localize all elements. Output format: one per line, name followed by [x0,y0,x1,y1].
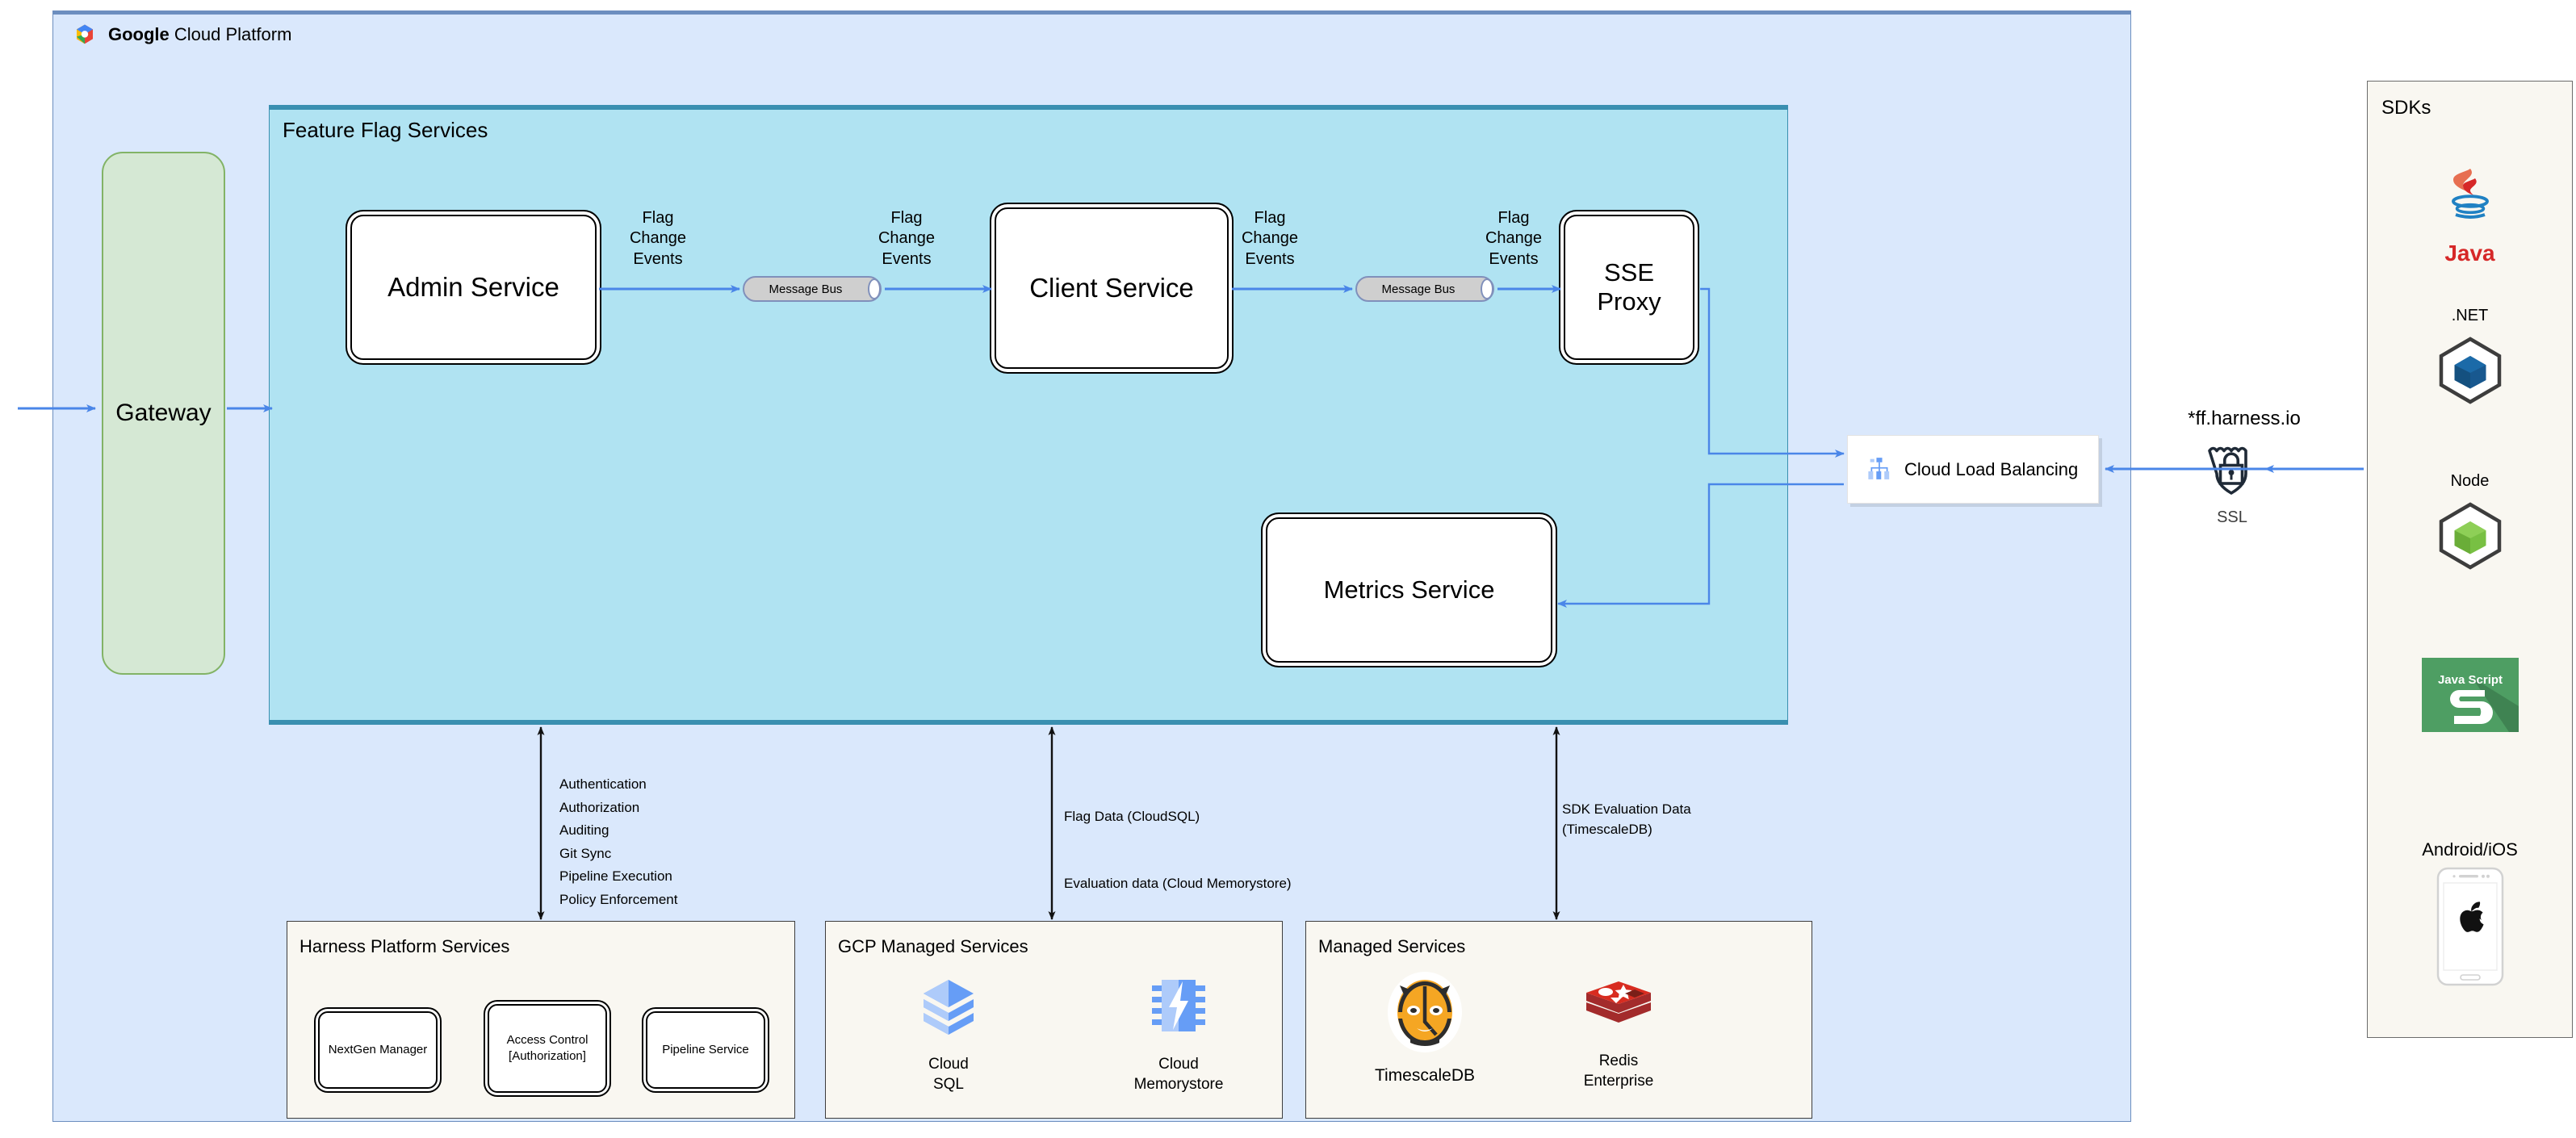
message-bus-node-1[interactable]: Message Bus [743,276,882,302]
sdks-panel-title: SDKs [2381,97,2431,119]
sdk-java-wordmark: Java [2444,241,2495,266]
message-bus-label-1: Message Bus [769,282,843,296]
edge-label-2-line2: Change [878,229,936,248]
javascript-logo-icon: Java Script [2367,658,2573,732]
sdk-dotnet-name: .NET [2451,307,2489,324]
node-cube-icon [2367,497,2573,575]
edge-label-flag-change-events-1: Flag Change Events [614,208,702,270]
sdk-item-java[interactable]: Java [2367,161,2573,273]
cloud-load-balancing-label: Cloud Load Balancing [1904,458,2079,479]
gcp-title-bold: Google [108,24,170,44]
sse-proxy-label-line1: SSE [1603,258,1655,287]
pipeline-service-label: Pipeline Service [662,1042,749,1056]
harness-platform-services-title: Harness Platform Services [299,936,510,956]
sdk-item-mobile[interactable]: Android/iOS [2367,839,2573,986]
edge-label-2-line3: Events [882,249,932,268]
managed-annotation-text: SDK Evaluation Data (TimescaleDB) [1562,801,1691,837]
access-control-label: Access Control [Authorization] [502,1032,593,1065]
cloud-load-balancing-node[interactable]: Cloud Load Balancing [1847,435,2099,504]
edge-label-3-line2: Change [1241,229,1299,248]
edge-label-4-line1: Flag [1497,209,1530,227]
admin-service-label: Admin Service [387,272,559,303]
access-control-node[interactable]: Access Control [Authorization] [488,1004,607,1093]
edge-label-1-line2: Change [629,229,687,248]
cloud-load-balancing-icon [1868,457,1890,479]
cloud-sql-icon [924,980,974,1035]
edge-label-3-line1: Flag [1254,209,1286,227]
nextgen-manager-label: NextGen Manager [328,1042,428,1056]
gcp-managed-services-panel [825,921,1283,1119]
gcp-branding: Google Cloud Platform [73,23,291,47]
cloud-memorystore-node[interactable]: Cloud Memorystore [1114,977,1243,1094]
gateway-label: Gateway [115,400,212,426]
edge-label-4-line3: Events [1489,249,1539,268]
ffs-panel-top-accent [269,105,1788,110]
access-control-label-line2: [Authorization] [509,1049,586,1063]
edge-label-flag-change-events-4: Flag Change Events [1469,208,1558,270]
nextgen-manager-node[interactable]: NextGen Manager [318,1011,438,1089]
gcp-managed-services-title: GCP Managed Services [838,936,1028,956]
feature-flag-services-panel [269,105,1788,725]
sse-proxy-label-line2: Proxy [1597,287,1661,316]
cloud-memorystore-label-line2: Memorystore [1133,1075,1224,1093]
apple-phone-icon [2367,867,2573,986]
harness-annotation-text: Authentication Authorization Auditing Gi… [559,776,678,907]
pipeline-service-node[interactable]: Pipeline Service [646,1011,765,1089]
redis-label: Redis Enterprise [1558,1052,1679,1091]
gcp-title: Google Cloud Platform [108,24,291,45]
gcp-panel-accent-bar [52,10,2131,15]
edge-label-2-line1: Flag [890,209,923,227]
google-cloud-logo-icon [77,24,93,44]
edge-label-flag-change-events-2: Flag Change Events [862,208,951,270]
edge-label-3-line3: Events [1245,249,1295,268]
edge-label-1-line3: Events [633,249,683,268]
edge-label-4-line2: Change [1485,229,1543,248]
gcp-title-rest: Cloud Platform [169,24,292,44]
sdk-node-name: Node [2450,472,2490,490]
cloud-sql-label-line2: SQL [932,1075,965,1093]
gateway-node[interactable]: Gateway [102,152,225,675]
timescaledb-label: TimescaleDB [1374,1066,1476,1085]
message-bus-label-2: Message Bus [1381,282,1456,296]
client-service-label: Client Service [1029,273,1194,303]
cloud-memorystore-label-line1: Cloud [1158,1056,1199,1073]
edge-label-flag-change-events-3: Flag Change Events [1225,208,1314,270]
sdk-item-node[interactable]: Node [2367,472,2573,575]
redis-label-line2: Enterprise [1583,1072,1654,1090]
message-bus-node-2[interactable]: Message Bus [1355,276,1494,302]
access-control-label-line1: Access Control [506,1032,589,1047]
cloud-sql-label: Cloud SQL [904,1055,993,1094]
metrics-service-node[interactable]: Metrics Service [1266,517,1552,663]
svg-text:Java Script: Java Script [2437,673,2502,687]
redis-logo-icon [1586,981,1651,1023]
ssl-shield-lock-icon [2202,440,2260,498]
cloud-sql-label-line1: Cloud [928,1056,969,1073]
dotnet-cube-icon [2367,332,2573,409]
sdk-item-dotnet[interactable]: .NET [2367,307,2573,409]
cloud-sql-node[interactable]: Cloud SQL [904,977,993,1094]
cloud-memorystore-label: Cloud Memorystore [1114,1055,1243,1094]
sdk-item-javascript[interactable]: Java Script [2367,658,2573,732]
timescaledb-node[interactable]: TimescaleDB [1352,970,1497,1086]
managed-services-title: Managed Services [1318,936,1466,956]
sdk-mobile-name: Android/iOS [2422,839,2518,860]
ff-hostname-label: *ff.harness.io [2188,408,2301,429]
gcp-annotation-text: Flag Data (CloudSQL) Evaluation data (Cl… [1064,809,1292,892]
cloud-memorystore-icon [1152,980,1205,1031]
ffs-panel-bottom-accent [269,720,1788,725]
timescaledb-tiger-icon [1388,972,1462,1052]
feature-flag-services-title: Feature Flag Services [283,118,488,142]
java-logo-icon [2367,161,2573,239]
client-service-node[interactable]: Client Service [995,207,1229,369]
edge-label-1-line1: Flag [642,209,674,227]
metrics-service-label: Metrics Service [1323,575,1495,605]
redis-label-line1: Redis [1598,1052,1639,1069]
ssl-label: SSL [2217,508,2247,526]
redis-node[interactable]: Redis Enterprise [1558,977,1679,1091]
admin-service-node[interactable]: Admin Service [350,215,597,360]
